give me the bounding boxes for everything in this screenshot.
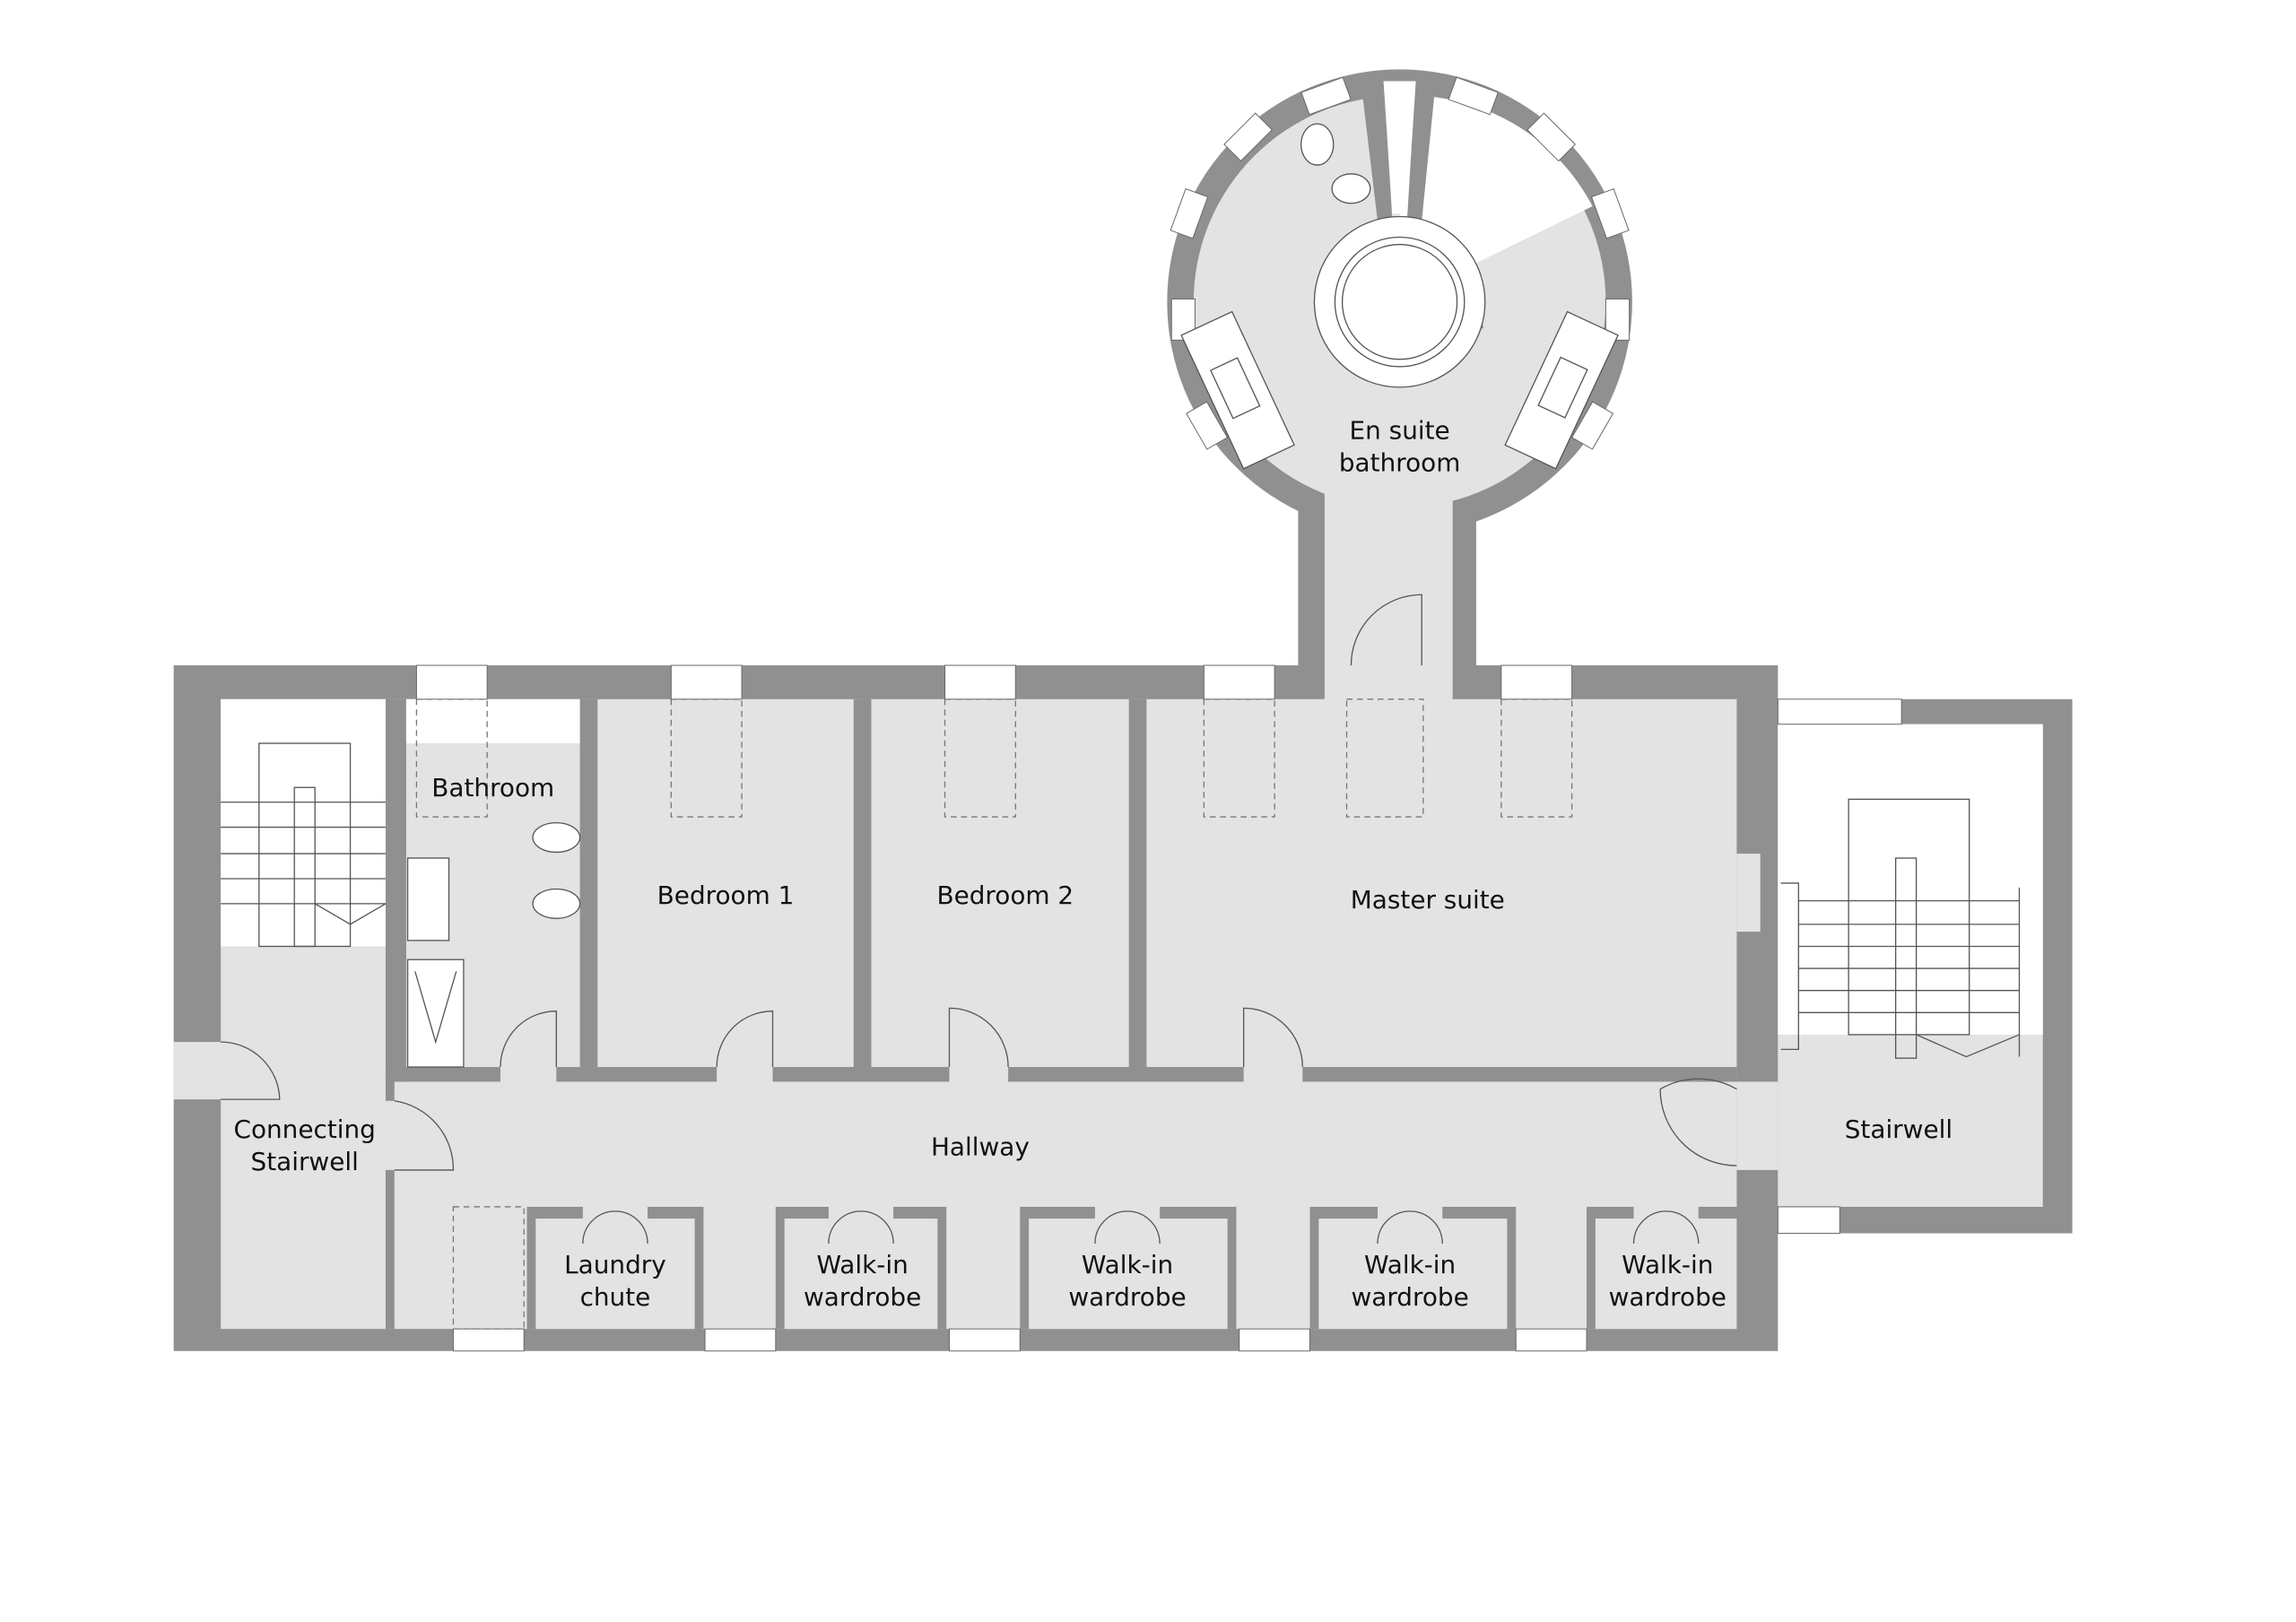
toilet-icon xyxy=(532,821,581,854)
label-hallway: Hallway xyxy=(931,1132,1030,1162)
label-bedroom-1: Bedroom 1 xyxy=(657,880,795,910)
label-ensuite-2: bathroom xyxy=(1339,447,1460,477)
bidet-icon xyxy=(532,888,581,919)
label-wardrobe-3b: wardrobe xyxy=(1351,1282,1468,1312)
closets xyxy=(526,1205,1742,1330)
tower-windows xyxy=(1170,76,1631,450)
stairwell-annex xyxy=(1777,698,2073,1234)
label-connecting-2: Stairwell xyxy=(251,1147,359,1176)
ensuite-tower xyxy=(1167,69,1632,699)
label-wardrobe-4b: wardrobe xyxy=(1609,1282,1726,1312)
label-wardrobe-1a: Walk-in xyxy=(817,1250,909,1279)
label-wardrobe-1b: wardrobe xyxy=(804,1282,921,1312)
main-building xyxy=(173,664,1781,1352)
label-stairwell: Stairwell xyxy=(1845,1115,1952,1144)
label-connecting-1: Connecting xyxy=(234,1115,376,1144)
label-wardrobe-4a: Walk-in xyxy=(1622,1250,1713,1279)
label-laundry-1: Laundry xyxy=(564,1250,666,1279)
label-wardrobe-3a: Walk-in xyxy=(1364,1250,1456,1279)
label-bathroom: Bathroom xyxy=(431,773,554,802)
vanity-left xyxy=(1180,310,1295,470)
label-master-suite: Master suite xyxy=(1351,885,1505,915)
label-wardrobe-2a: Walk-in xyxy=(1082,1250,1173,1279)
label-bedroom-2: Bedroom 2 xyxy=(936,880,1074,910)
label-wardrobe-2b: wardrobe xyxy=(1068,1282,1186,1312)
bidet-icon xyxy=(1331,173,1371,204)
windows-bottom xyxy=(452,1328,1587,1352)
label-ensuite-1: En suite xyxy=(1350,415,1450,445)
windows-top xyxy=(415,664,1573,700)
vanity-right xyxy=(1504,310,1619,470)
stairs-left xyxy=(221,698,386,947)
toilet-icon xyxy=(1300,123,1335,166)
room-labels: En suite bathroom Bathroom Bedroom 1 Bed… xyxy=(234,415,1953,1312)
label-laundry-2: chute xyxy=(580,1282,651,1312)
